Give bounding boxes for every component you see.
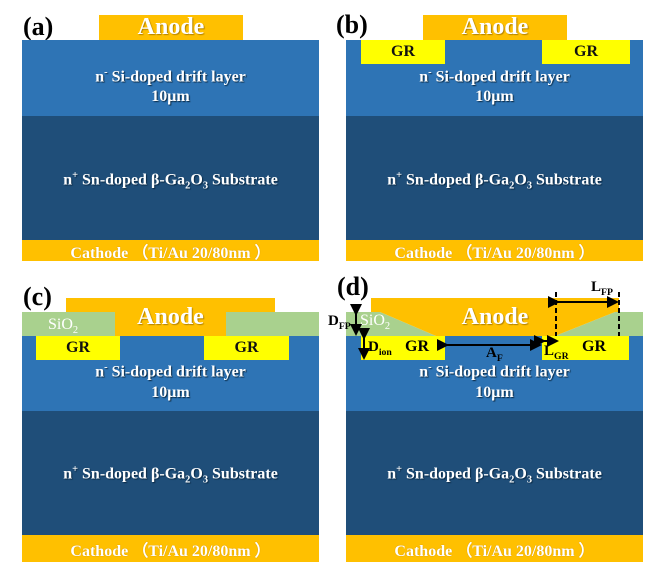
cathode-electrode: Cathode （Ti/Au 20/80nm ） (22, 240, 319, 262)
substrate-layer (346, 116, 643, 240)
panel-label: (b) (336, 10, 368, 39)
panel-label: (d) (337, 272, 369, 301)
drift-layer-label: n- Si-doped drift layer (419, 67, 570, 86)
guard-ring-left: GR (361, 40, 445, 64)
d-fp-label: DFP (328, 313, 351, 332)
drift-thickness-label: 10μm (151, 88, 190, 105)
substrate-label: n+ Sn-doped β-Ga2O3 Substrate (63, 464, 278, 486)
a-f-label: AF (486, 345, 503, 364)
substrate-label: n+ Sn-doped β-Ga2O3 Substrate (387, 464, 602, 486)
guard-ring-right-label: GR (582, 338, 606, 355)
panel-label: (a) (23, 12, 54, 41)
anode-electrode: Anode (99, 14, 243, 40)
guard-ring-right: GR (542, 40, 630, 64)
drift-layer-label: n- Si-doped drift layer (95, 362, 246, 381)
guard-ring-left (361, 336, 445, 360)
guard-ring-right: GR (204, 336, 289, 360)
guard-ring-left-label: GR (405, 338, 429, 355)
sio2-layer-right (555, 312, 643, 336)
drift-thickness-label: 10μm (475, 88, 514, 105)
substrate-label: n+ Sn-doped β-Ga2O3 Substrate (63, 170, 278, 192)
anode-electrode: Anode (423, 14, 567, 40)
drift-thickness-label: 10μm (151, 384, 190, 401)
drift-layer-label: n- Si-doped drift layer (419, 362, 570, 381)
drift-layer (22, 40, 319, 116)
anode-electrode: Anode (115, 298, 226, 336)
drift-layer-label: n- Si-doped drift layer (95, 67, 246, 86)
sio2-label: SiO2 (360, 312, 391, 333)
substrate-label: n+ Sn-doped β-Ga2O3 Substrate (387, 170, 602, 192)
substrate-layer (22, 411, 319, 535)
l-fp-label: LFP (591, 279, 613, 298)
cathode-electrode: Cathode （Ti/Au 20/80nm ） (22, 535, 319, 562)
sio2-label: SiO2 (48, 316, 79, 337)
guard-ring-left: GR (36, 336, 120, 360)
anode-electrode: Anode (461, 303, 529, 330)
cathode-electrode: Cathode （Ti/Au 20/80nm ） (346, 240, 643, 262)
drift-thickness-label: 10μm (475, 384, 514, 401)
substrate-layer (22, 116, 319, 240)
l-gr-label: LGR (544, 343, 569, 362)
substrate-layer (346, 411, 643, 535)
panel-label: (c) (23, 282, 52, 311)
d-ion-label: Dion (368, 339, 392, 358)
cathode-electrode: Cathode （Ti/Au 20/80nm ） (346, 535, 643, 562)
